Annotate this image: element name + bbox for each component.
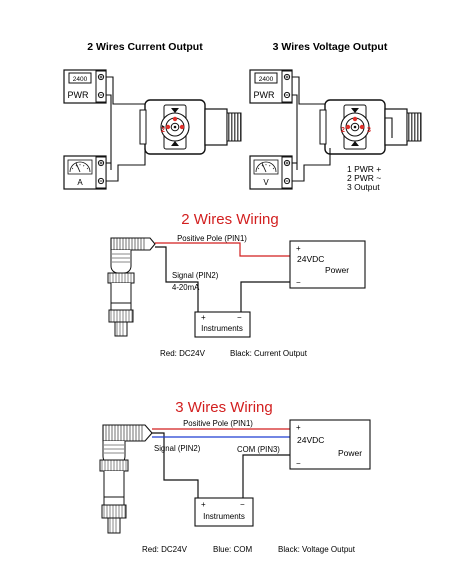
connector-pin-3-label: 3 [367, 127, 371, 134]
pin-list-item: 1 PWR + [347, 164, 381, 174]
connector-dot [352, 116, 358, 122]
power-minus: − [296, 278, 301, 287]
pin-marker-icon [351, 108, 359, 113]
com-label: COM (PIN3) [237, 445, 280, 454]
pin-marker-icon [351, 141, 359, 146]
connector-dot [172, 116, 178, 122]
supply-voltage: 24VDC [297, 435, 324, 445]
three-wire-instruments-box: + − Instruments [194, 497, 254, 527]
terminal-block [281, 70, 293, 103]
two-wire-instruments-box: + − Instruments [194, 311, 251, 338]
display-readout: 2400 [73, 76, 88, 83]
power-minus: − [296, 459, 301, 468]
signal-label: Signal (PIN2) [172, 271, 219, 280]
pin-marker-icon [171, 141, 179, 146]
positive-wire [155, 242, 290, 257]
pin-list: 1 PWR + 2 PWR ~ 3 Output [347, 164, 381, 192]
three-wire-wires [152, 428, 290, 499]
pin-list-item: 2 PWR ~ [347, 173, 381, 183]
cable-gland-icon [406, 112, 422, 142]
three-wire-heading: 3 Wires Wiring [175, 399, 273, 416]
connector-dot [359, 124, 365, 130]
positive-pole-label: Positive Pole (PIN1) [183, 419, 253, 428]
three-wire-transmitter [99, 424, 153, 534]
two-wire-wires [155, 242, 290, 313]
gauge-needle [75, 162, 81, 173]
right-connector: 2 3 [319, 99, 422, 155]
legend-black: Black: Voltage Output [278, 545, 356, 554]
left-wires [106, 76, 146, 182]
legend-red: Red: DC24V [142, 545, 188, 554]
positive-pole-label: Positive Pole (PIN1) [177, 234, 247, 243]
pwr-label: PWR [68, 90, 89, 100]
right-wires [292, 76, 393, 182]
left-diagram-title: 2 Wires Current Output [87, 41, 203, 53]
supply-voltage: 24VDC [297, 254, 324, 264]
power-plus: + [296, 423, 301, 432]
instruments-label: Instruments [201, 324, 243, 333]
left-power-supply: 2400 PWR [63, 69, 107, 104]
gauge-needle [261, 162, 267, 173]
instruments-label: Instruments [203, 512, 245, 521]
power-plus: + [296, 244, 301, 253]
instruments-minus: − [240, 500, 245, 509]
connector-dot [165, 124, 171, 130]
instruments-plus: + [201, 500, 206, 509]
terminal-block [95, 70, 107, 103]
connector-pin-2-label: 2 [341, 127, 345, 134]
return-wire [240, 281, 290, 313]
two-wire-heading: 2 Wires Wiring [181, 211, 279, 228]
terminal-block [281, 156, 293, 189]
digital-display-icon [68, 72, 92, 84]
right-voltmeter: V [249, 155, 293, 190]
instruments-minus: − [237, 313, 242, 322]
power-label: Power [325, 265, 349, 275]
pin-list-item: 3 Output [347, 182, 380, 192]
current-range-label: 4-20mA [172, 283, 200, 292]
two-wire-power-box: + 24VDC Power − [289, 240, 366, 289]
three-wire-power-box: + 24VDC Power − [289, 419, 371, 470]
gauge-scale-icon [255, 161, 277, 173]
digital-display-icon [254, 72, 278, 84]
pin-marker-icon [171, 108, 179, 113]
return-wire [242, 454, 290, 499]
legend-black: Black: Current Output [230, 349, 308, 358]
connector-dot [345, 124, 351, 130]
instruments-plus: + [201, 313, 206, 322]
power-label: Power [338, 448, 362, 458]
legend-blue: Blue: COM [213, 545, 252, 554]
display-readout: 2400 [259, 76, 274, 83]
signal-wire [155, 246, 199, 313]
pwr-label: PWR [254, 90, 275, 100]
voltmeter-label: V [263, 178, 269, 187]
gauge-scale-icon [69, 161, 91, 173]
left-connector: 2 [139, 99, 242, 155]
signal-wire [152, 432, 199, 499]
left-ammeter: A [63, 155, 107, 190]
terminal-block [95, 156, 107, 189]
legend-red: Red: DC24V [160, 349, 206, 358]
ammeter-label: A [77, 178, 83, 187]
cable-gland-icon [226, 112, 242, 142]
connector-dot [179, 124, 185, 130]
right-power-supply: 2400 PWR [249, 69, 293, 104]
right-diagram-title: 3 Wires Voltage Output [273, 41, 388, 53]
signal-label: Signal (PIN2) [154, 444, 201, 453]
connector-pin-2-label: 2 [161, 127, 165, 134]
two-wire-transmitter [107, 237, 156, 337]
